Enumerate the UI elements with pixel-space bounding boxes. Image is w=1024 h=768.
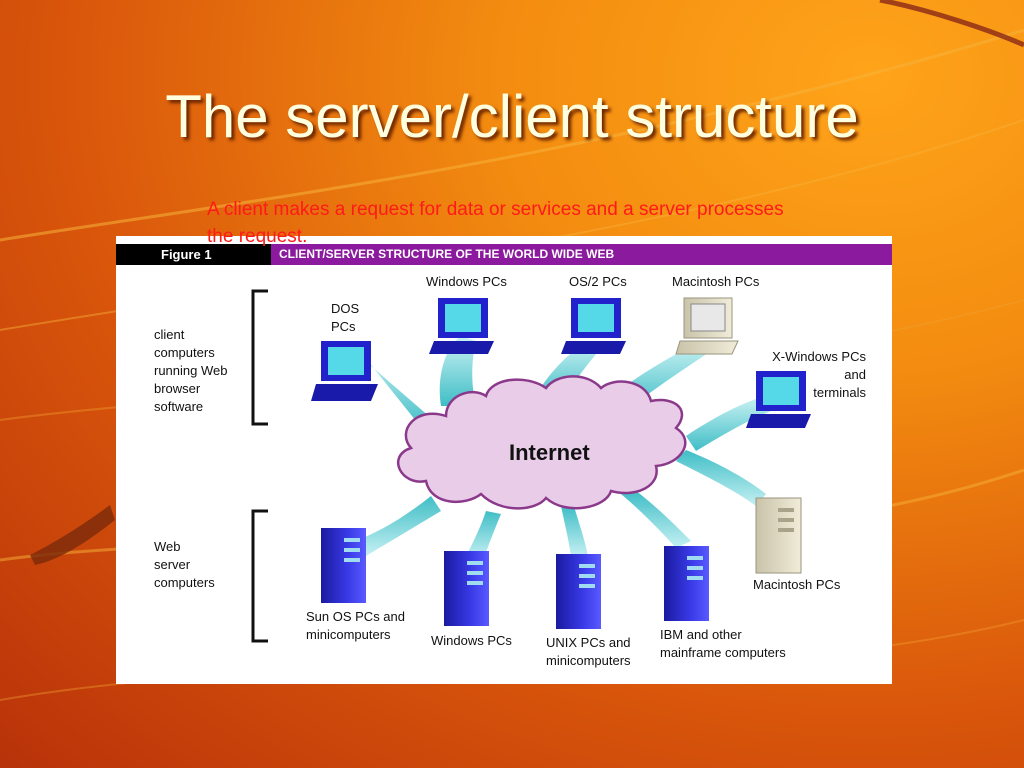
client-bracket <box>251 289 268 426</box>
windows-client-label: Windows PCs <box>426 274 507 289</box>
slide-subtitle: A client makes a request for data or ser… <box>207 199 784 247</box>
windows-server-icon <box>444 551 489 626</box>
ibm-mainframe-icon <box>664 546 709 621</box>
sunos-server-label: Sun OS PCs and minicomputers <box>306 609 405 642</box>
macintosh-server-icon <box>755 497 802 574</box>
os2-pc-label: OS/2 PCs <box>569 274 627 289</box>
dos-pc-icon <box>311 341 378 401</box>
figure-label: Figure 1 <box>161 247 212 262</box>
figure-heading: CLIENT/SERVER STRUCTURE OF THE WORLD WID… <box>271 244 892 265</box>
figure-header: Figure 1 CLIENT/SERVER STRUCTURE OF THE … <box>116 244 892 265</box>
xwindows-terminal-icon <box>746 371 811 428</box>
client-group-label: client computers running Web browser sof… <box>154 327 228 414</box>
internet-label: Internet <box>509 440 590 465</box>
macintosh-server-label: Macintosh PCs <box>753 577 841 592</box>
server-bracket <box>251 509 268 643</box>
unix-server-label: UNIX PCs and minicomputers <box>546 635 631 668</box>
windows-pc-client-icon <box>429 298 494 354</box>
internet-cloud <box>397 375 687 510</box>
xwindows-label: X-Windows PCs and terminals <box>772 349 866 400</box>
server-group-label: Web server computers <box>154 539 215 590</box>
unix-server-icon <box>556 554 601 629</box>
server-beams <box>356 450 766 558</box>
client-server-figure: Figure 1 CLIENT/SERVER STRUCTURE OF THE … <box>116 236 892 684</box>
os2-pc-icon <box>561 298 626 354</box>
sunos-server-icon <box>321 528 366 603</box>
network-diagram <box>251 289 811 643</box>
slide-title: The server/client structure <box>165 83 859 150</box>
dos-pc-label: DOS PCs <box>331 301 360 334</box>
macintosh-client-label: Macintosh PCs <box>672 274 760 289</box>
windows-server-label: Windows PCs <box>431 633 512 648</box>
ibm-server-label: IBM and other mainframe computers <box>660 627 786 660</box>
macintosh-client-icon <box>675 297 739 355</box>
